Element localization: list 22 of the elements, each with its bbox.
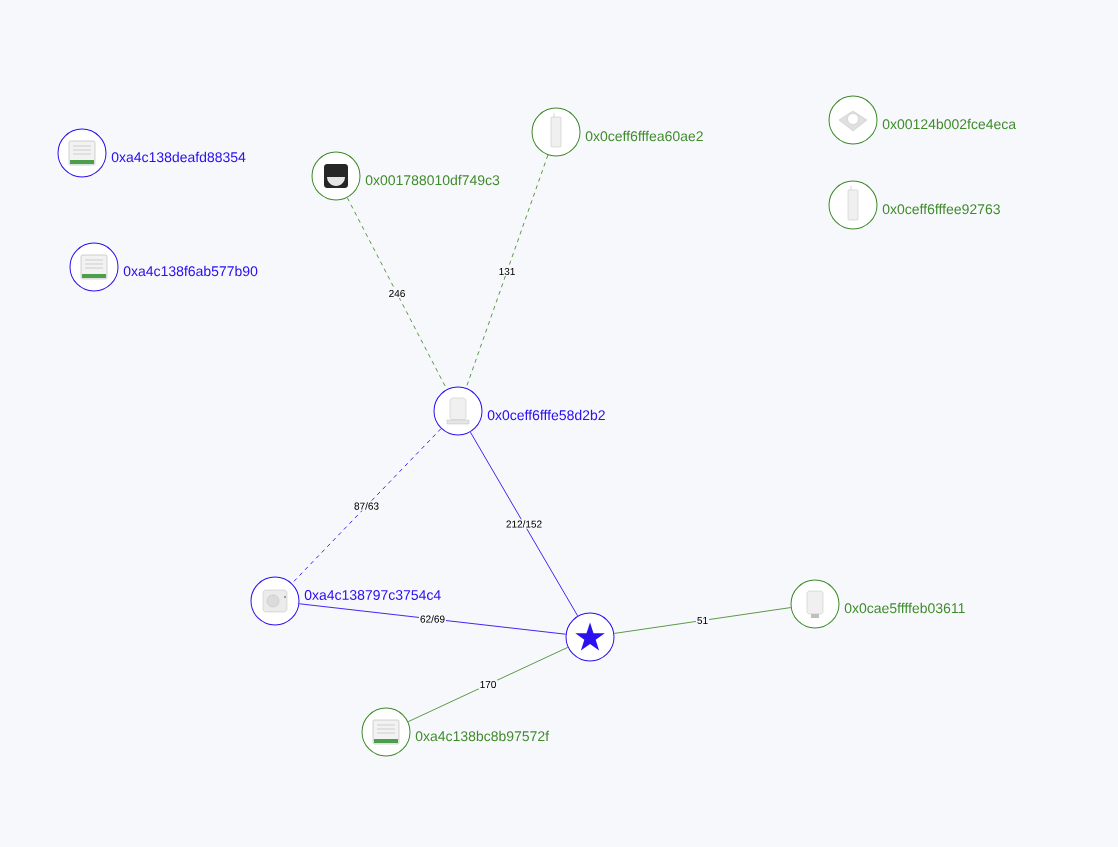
edge-label: 62/69: [419, 614, 446, 624]
address-label: 0xa4c138797c3754c4: [304, 590, 441, 600]
address-label: 0x001788010df749c3: [365, 174, 500, 186]
address-label: 0xa4c138bc8b97572f: [415, 730, 550, 742]
address-label: 0x0cae5ffffeb03611: [844, 602, 965, 614]
address-label: 0x00124b002fce4eca: [882, 118, 1017, 130]
connection-line: [407, 646, 569, 723]
edge-label: 131: [497, 266, 517, 277]
connection-line: [469, 431, 579, 617]
edge-label: 246: [387, 288, 407, 299]
edge-label: 212/152: [504, 519, 544, 529]
address-label: 0xa4c138f6ab577b90: [123, 265, 258, 277]
connection-line: [298, 603, 567, 635]
address-label: 0x0ceff6fffe58d2b2: [487, 409, 605, 421]
address-label: 0xa4c138deafd88354: [111, 151, 246, 163]
address-label: 0x0ceff6fffee92763: [882, 203, 1000, 215]
connection-line: [291, 428, 442, 584]
edge-label: 51: [695, 616, 710, 625]
address-label: 0x0ceff6fffea60ae2: [585, 130, 703, 142]
connection-line: [613, 607, 792, 634]
edge-label: 170: [478, 679, 498, 690]
edge-label: 87/63: [353, 501, 380, 511]
